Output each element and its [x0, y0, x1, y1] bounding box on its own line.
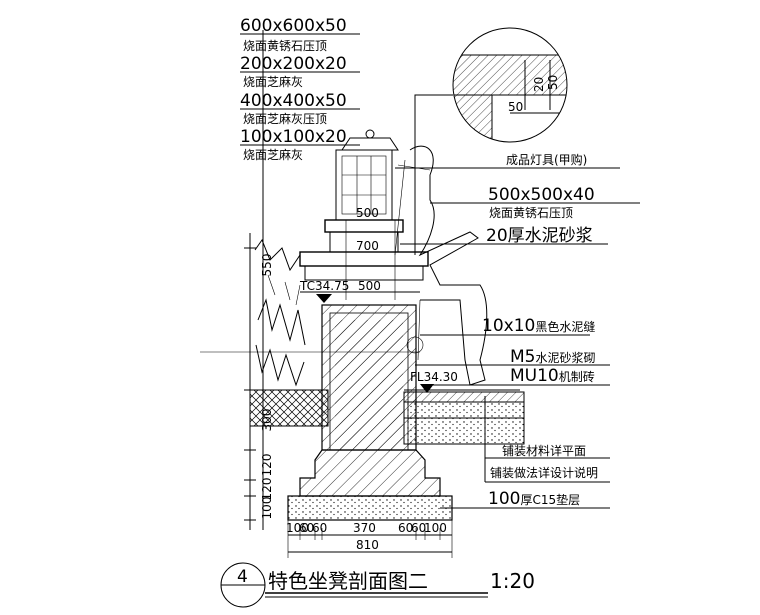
callout-c15: 100厚C15垫层 [488, 489, 580, 509]
bottom-dim-4: 370 [353, 521, 376, 535]
drawing-number: 4 [237, 567, 248, 587]
detail-dim-50a: 50 [508, 100, 523, 114]
callout-lamp: 成品灯具(甲购) [506, 152, 587, 167]
left-ground [249, 238, 329, 427]
callout-spec-4: 100x100x20 [240, 127, 347, 147]
dim-120b: 120 [260, 478, 274, 501]
dim-550: 550 [260, 254, 274, 277]
callout-material-4: 烧面芝麻灰 [243, 147, 303, 162]
lamp-fixture [335, 129, 399, 221]
bottom-dim-6: 60 [411, 521, 426, 535]
bottom-dim-3: 60 [312, 521, 327, 535]
pillar-caps [299, 219, 429, 281]
pillar-body [287, 304, 453, 521]
detail-dim-20: 20 [532, 77, 546, 92]
callout-spec-3: 400x400x50 [240, 91, 347, 111]
drawing-scale: 1:20 [490, 569, 535, 593]
bottom-dim-7: 100 [424, 521, 447, 535]
right-paving: FL34.30 [403, 370, 525, 445]
callout-mortar-20: 20厚水泥砂浆 [486, 226, 593, 246]
drawing-title-block: 4 特色坐凳剖面图二 1:20 [220, 562, 535, 608]
elevation-tc: TC34.75 500 [299, 279, 420, 303]
callout-spec-2: 200x200x20 [240, 54, 347, 74]
elevation-fl-label: FL34.30 [410, 370, 458, 384]
bottom-dim-2: 60 [299, 521, 314, 535]
bottom-dim-1: 100 [286, 521, 309, 535]
callout-paving-1: 铺装材料详平面 [502, 443, 586, 458]
callout-cap-spec: 500x500x40 [488, 185, 595, 205]
callout-cap-material: 烧面黄锈石压顶 [489, 206, 573, 220]
top-callouts: 600x600x50 烧面黄锈石压顶 200x200x20 烧面芝麻灰 400x… [240, 16, 360, 162]
drawing-title: 特色坐凳剖面图二 [268, 569, 428, 593]
callout-material-2: 烧面芝麻灰 [243, 74, 303, 89]
bottom-dim-total: 810 [356, 538, 379, 552]
bottom-dim-5: 60 [398, 521, 413, 535]
right-leaders [395, 167, 640, 509]
dim-500-lower: 500 [358, 279, 381, 293]
callout-m5: M5水泥砂浆砌 [510, 347, 596, 367]
elevation-tc-label: TC34.75 [299, 279, 349, 293]
callout-mu10: MU10机制砖 [510, 366, 595, 386]
callout-paving-2: 铺装做法详设计说明 [490, 465, 598, 480]
left-dimension-chain [244, 30, 264, 530]
detail-dim-50b: 50 [546, 75, 560, 90]
bottom-dimension-chain [287, 520, 453, 558]
dim-120a: 120 [260, 454, 274, 477]
callout-spec-1: 600x600x50 [240, 16, 347, 36]
callout-joint: 10x10黑色水泥缝 [482, 316, 595, 336]
detail-bubble: 50 20 50 [414, 27, 568, 255]
dim-700-inner: 700 [356, 239, 379, 253]
dim-500-inner: 500 [356, 206, 379, 220]
callout-material-1: 烧面黄锈石压顶 [243, 39, 327, 53]
dim-100: 100 [260, 497, 274, 520]
callout-material-3: 烧面芝麻灰压顶 [243, 111, 327, 126]
